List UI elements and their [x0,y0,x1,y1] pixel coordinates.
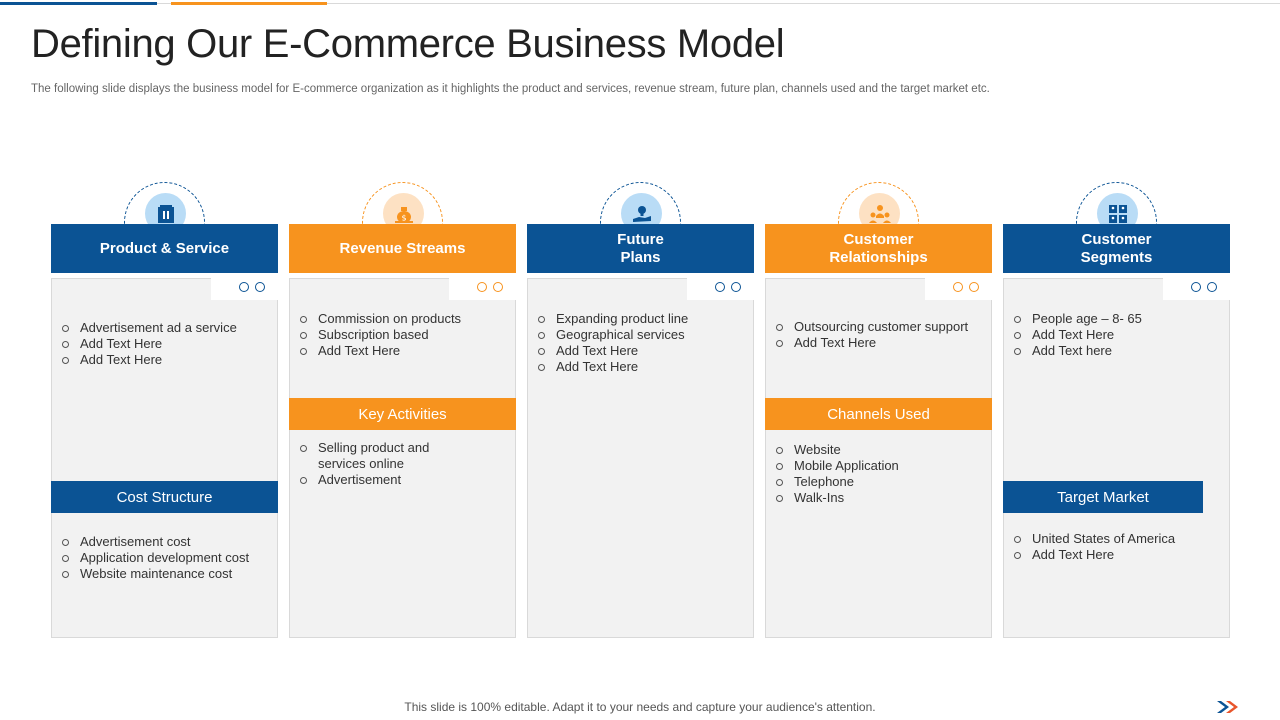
page-subtitle: The following slide displays the busines… [31,83,990,95]
list-item: Expanding product line [538,311,688,327]
dot-icon [239,282,249,292]
dot-icon [731,282,741,292]
list-item: Commission on products [300,311,461,327]
list-item: Add Text Here [538,343,688,359]
column-card [289,278,516,638]
column-customer-segments: Customer Segments People age – 8- 65 Add… [1003,182,1230,638]
dot-icon [255,282,265,292]
top-divider [0,3,1280,4]
list-item: Advertisement ad a service [62,320,237,336]
list-item: Add Text Here [776,335,968,351]
list-item: Telephone [776,474,899,490]
column-future-plans: Future Plans Expanding product line Geog… [527,182,754,638]
list-item: Selling product and services online [300,440,460,472]
footer-note: This slide is 100% editable. Adapt it to… [404,700,876,714]
column-card [765,278,992,638]
list-item: Add Text Here [62,352,237,368]
item-list: Advertisement ad a service Add Text Here… [62,320,237,368]
dot-icon [953,282,963,292]
list-item: Mobile Application [776,458,899,474]
item-list: Commission on products Subscription base… [300,311,461,359]
sub-item-list: Selling product and services online Adve… [300,440,460,488]
column-header: Customer Segments [1003,224,1230,273]
sub-item-list: United States of America Add Text Here [1014,531,1175,563]
pager-dots [477,282,503,292]
sub-header-channels-used: Channels Used [765,398,992,430]
dot-icon [477,282,487,292]
next-arrow-icon[interactable] [1216,700,1240,714]
list-item: United States of America [1014,531,1175,547]
dot-icon [969,282,979,292]
sub-header-cost-structure: Cost Structure [51,481,278,513]
dot-icon [1207,282,1217,292]
pager-dots [953,282,979,292]
list-item: Subscription based [300,327,461,343]
sub-header-target-market: Target Market [1003,481,1203,513]
top-accent-blue [0,2,157,5]
sub-item-list: Website Mobile Application Telephone Wal… [776,442,899,506]
item-list: People age – 8- 65 Add Text Here Add Tex… [1014,311,1142,359]
column-card [51,278,278,638]
list-item: Add Text Here [538,359,688,375]
list-item: Application development cost [62,550,252,566]
list-item: People age – 8- 65 [1014,311,1142,327]
sub-header-key-activities: Key Activities [289,398,516,430]
dot-icon [493,282,503,292]
list-item: Add Text Here [1014,547,1175,563]
list-item: Add Text Here [300,343,461,359]
column-revenue-streams: $ Revenue Streams Commission on products… [289,182,516,638]
list-item: Outsourcing customer support [776,319,968,335]
list-item: Website maintenance cost [62,566,252,582]
list-item: Add Text here [1014,343,1142,359]
list-item: Geographical services [538,327,688,343]
column-header: Customer Relationships [765,224,992,273]
item-list: Outsourcing customer support Add Text He… [776,319,968,351]
list-item: Website [776,442,899,458]
pager-dots [1191,282,1217,292]
column-product-service: Product & Service Advertisement ad a ser… [51,182,278,638]
pager-dots [715,282,741,292]
list-item: Walk-Ins [776,490,899,506]
column-header: Product & Service [51,224,278,273]
list-item: Add Text Here [62,336,237,352]
dot-icon [715,282,725,292]
sub-item-list: Advertisement cost Application developme… [62,534,252,582]
page-title: Defining Our E-Commerce Business Model [31,22,785,66]
pager-dots [239,282,265,292]
column-card [527,278,754,638]
column-customer-relationships: Customer Relationships Outsourcing custo… [765,182,992,638]
item-list: Expanding product line Geographical serv… [538,311,688,375]
list-item: Advertisement [300,472,460,488]
list-item: Advertisement cost [62,534,252,550]
dot-icon [1191,282,1201,292]
svg-text:$: $ [401,213,406,222]
column-header: Revenue Streams [289,224,516,273]
list-item: Add Text Here [1014,327,1142,343]
top-accent-orange [171,2,327,5]
column-header: Future Plans [527,224,754,273]
column-card [1003,278,1230,638]
